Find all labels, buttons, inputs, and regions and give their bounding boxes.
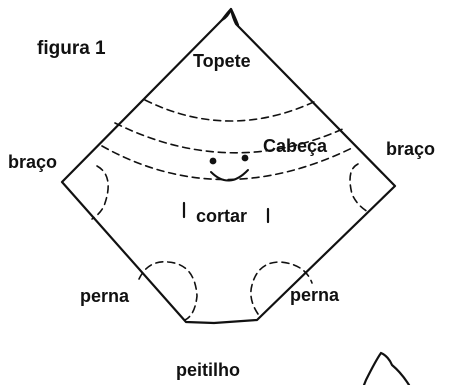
smile xyxy=(210,169,249,182)
second-figure-partial xyxy=(362,351,411,385)
label-perna-right: perna xyxy=(290,285,340,305)
left-leg-curve xyxy=(138,261,198,321)
label-cortar: cortar xyxy=(196,206,247,226)
left-arm-curve xyxy=(91,165,109,220)
kite-outline xyxy=(60,7,397,325)
head-arc-middle xyxy=(114,122,346,154)
head-arc-top xyxy=(144,99,319,122)
label-braco-right: braço xyxy=(386,139,435,159)
top-tip-curl xyxy=(220,7,240,27)
right-arm-curve xyxy=(349,163,371,214)
label-peitilho: peitilho xyxy=(176,360,240,380)
figure-title: figura 1 xyxy=(37,38,106,59)
label-braco-left: braço xyxy=(8,152,57,172)
right-eye xyxy=(241,154,249,162)
right-leg-curve xyxy=(250,261,313,315)
label-topete: Topete xyxy=(193,51,251,71)
label-perna-left: perna xyxy=(80,286,130,306)
label-cabeca: Cabeça xyxy=(263,136,328,156)
left-eye xyxy=(209,157,217,165)
